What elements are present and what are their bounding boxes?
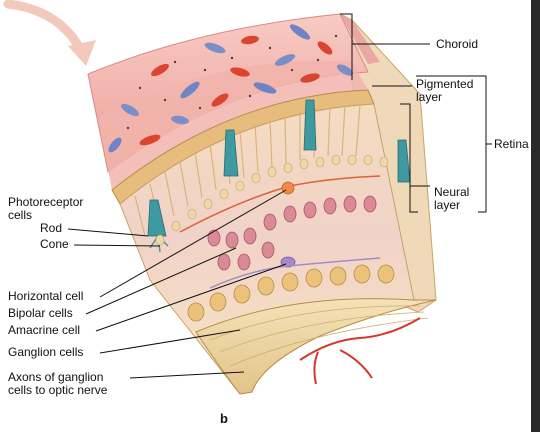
label-cone: Cone (40, 237, 69, 251)
label-pigmented-layer: Pigmented layer (416, 77, 474, 104)
choroid-pigment-dots (126, 34, 338, 130)
ganglion-axon-layer (195, 298, 437, 395)
window-edge-bar (531, 0, 540, 432)
light-arrow (3, 0, 96, 66)
panel-letter: b (220, 411, 228, 426)
label-neural-layer: Neural layer (434, 185, 470, 212)
amacrine-cell (209, 256, 381, 289)
label-ganglion-cells: Ganglion cells (8, 345, 84, 359)
bipolar-cells (207, 195, 377, 271)
cone-cells (147, 99, 411, 237)
label-amacrine-cell: Amacrine cell (8, 323, 81, 337)
layer-brackets (340, 13, 492, 213)
choroid-blood-cells (108, 24, 354, 153)
ganglion-cells (187, 264, 395, 322)
label-photoreceptor-cells: Photoreceptor cells (8, 195, 84, 222)
retinal-blood-vessels (299, 317, 421, 385)
photoreceptor-nuclei (155, 154, 389, 246)
label-horizontal-cell: Horizontal cell (8, 289, 84, 303)
label-choroid: Choroid (436, 37, 479, 51)
label-bipolar-cells: Bipolar cells (8, 306, 73, 320)
label-axons-to-optic-nerve: Axons of ganglion cells to optic nerve (8, 370, 108, 397)
leader-lines (67, 189, 287, 379)
label-rod: Rod (40, 221, 63, 235)
label-retina: Retina (494, 137, 529, 151)
